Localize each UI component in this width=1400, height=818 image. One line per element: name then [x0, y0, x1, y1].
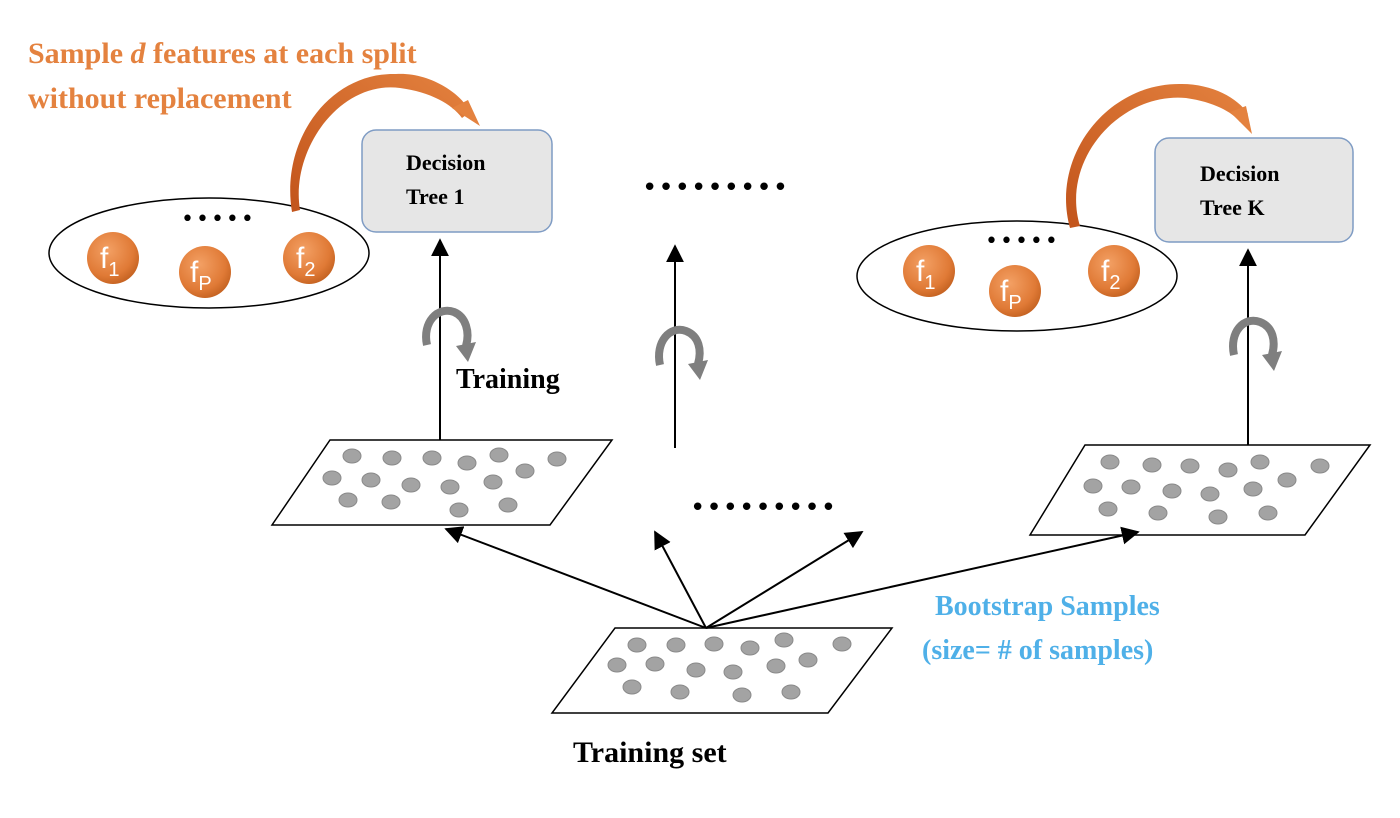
training-label: Training	[456, 364, 560, 395]
decision-tree-k: Decision Tree K	[1154, 137, 1354, 243]
feature-ball-f2-left: f2	[283, 232, 335, 284]
bootstrap-arrow-k	[705, 526, 1140, 629]
training-curl-icon-left	[422, 306, 476, 362]
svg-text:f1: f1	[916, 255, 935, 294]
decision-tree-1: Decision Tree 1	[361, 129, 553, 233]
svg-text:f2: f2	[1101, 255, 1120, 294]
feature-sampling-label: Sample d features at each split	[28, 37, 417, 70]
feature-ball-fp-right: fP	[989, 265, 1041, 317]
feature-ellipsis-left: •••••	[181, 207, 256, 232]
tree-k-line2: Tree K	[1200, 195, 1265, 220]
training-set-plane	[550, 627, 894, 714]
bootstrap-arrows	[444, 526, 1140, 629]
svg-text:f1: f1	[100, 242, 119, 281]
feature-sampling-arrow-left	[290, 73, 480, 212]
feature-set-right: ••••• f1 fP f2	[856, 220, 1178, 332]
bootstrap-arrow-2	[654, 530, 707, 629]
training-set-label: Training set	[573, 736, 727, 769]
feature-ellipsis-right: •••••	[985, 229, 1060, 254]
bootstrap-sample-left	[270, 439, 614, 526]
svg-text:f2: f2	[296, 242, 315, 281]
tree-1-line1: Decision	[406, 150, 485, 175]
bootstrap-arrow-1	[444, 526, 707, 629]
training-curl-icon-middle	[655, 325, 708, 380]
bootstrap-sample-right	[1028, 444, 1372, 536]
tree-1-line2: Tree 1	[406, 184, 464, 209]
feature-ball-f1-right: f1	[903, 245, 955, 297]
bootstrap-label-line1: Bootstrap Samples	[935, 591, 1160, 622]
tree-k-line1: Decision	[1200, 161, 1279, 186]
svg-text:fP: fP	[190, 256, 212, 295]
ellipsis-top: •••••••••	[642, 173, 789, 203]
bootstrap-arrow-3	[705, 531, 864, 629]
feature-sampling-label-line2: without replacement	[28, 82, 292, 115]
feature-ball-f1-left: f1	[87, 232, 139, 284]
training-curl-icon-right	[1229, 316, 1282, 371]
feature-ball-fp-left: fP	[179, 246, 231, 298]
svg-text:fP: fP	[1000, 275, 1022, 314]
feature-ball-f2-right: f2	[1088, 245, 1140, 297]
ellipsis-middle: •••••••••	[690, 493, 837, 523]
feature-set-left: ••••• f1 fP f2	[48, 197, 370, 309]
feature-sampling-arrow-right	[1066, 83, 1252, 228]
bootstrap-label-line2: (size= # of samples)	[922, 635, 1153, 666]
